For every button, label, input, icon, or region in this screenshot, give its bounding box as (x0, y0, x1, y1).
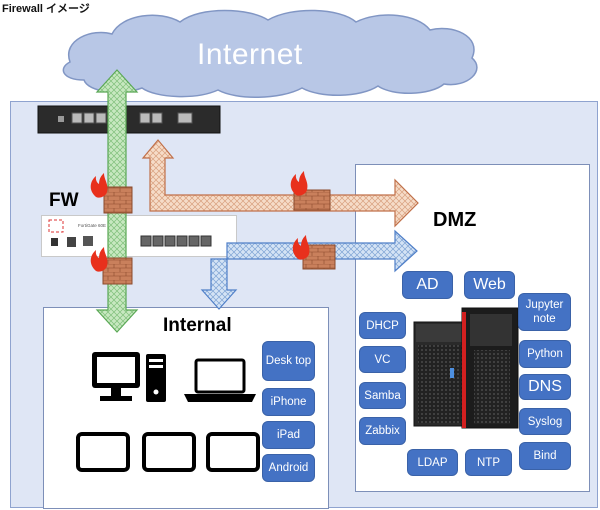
page-title: Firewall イメージ (2, 3, 90, 15)
dmz-label: DMZ (433, 209, 477, 231)
fw-label: FW (49, 190, 79, 211)
service-ldap: LDAP (407, 449, 458, 476)
service-web: Web (464, 271, 515, 299)
laptop-icon (184, 358, 256, 402)
service-syslog: Syslog (519, 408, 571, 435)
dmz-traffic-arrow (141, 139, 419, 228)
fw-device-caption: FortiGate 60E (78, 223, 106, 228)
internal-label: Internal (163, 315, 232, 336)
device-desktop-label: Desk top (262, 341, 315, 381)
service-jupyter: Jupyter note (518, 293, 571, 331)
service-python: Python (519, 340, 571, 368)
service-zabbix: Zabbix (359, 417, 406, 445)
server-tower-icon (413, 307, 519, 429)
internet-label: Internet (197, 38, 303, 71)
service-samba: Samba (359, 382, 406, 409)
service-dns: DNS (519, 374, 571, 400)
service-bind: Bind (519, 442, 571, 470)
service-ad: AD (402, 271, 453, 299)
internal-traffic-arrow (200, 229, 418, 310)
device-iphone-label: iPhone (262, 388, 315, 416)
firewall-appliance-ports: FortiGate 60E (48, 219, 212, 247)
service-ntp: NTP (465, 449, 512, 476)
firewall-bricks (102, 186, 336, 285)
service-dhcp: DHCP (359, 312, 406, 339)
desktop-pc-icon (92, 352, 166, 402)
device-android-label: Android (262, 454, 315, 482)
device-ipad-label: iPad (262, 421, 315, 449)
service-vc: VC (359, 346, 406, 373)
flame-icon (90, 171, 310, 272)
internet-cloud (62, 9, 478, 98)
tablet-icon (76, 432, 260, 472)
router-device (37, 105, 221, 134)
